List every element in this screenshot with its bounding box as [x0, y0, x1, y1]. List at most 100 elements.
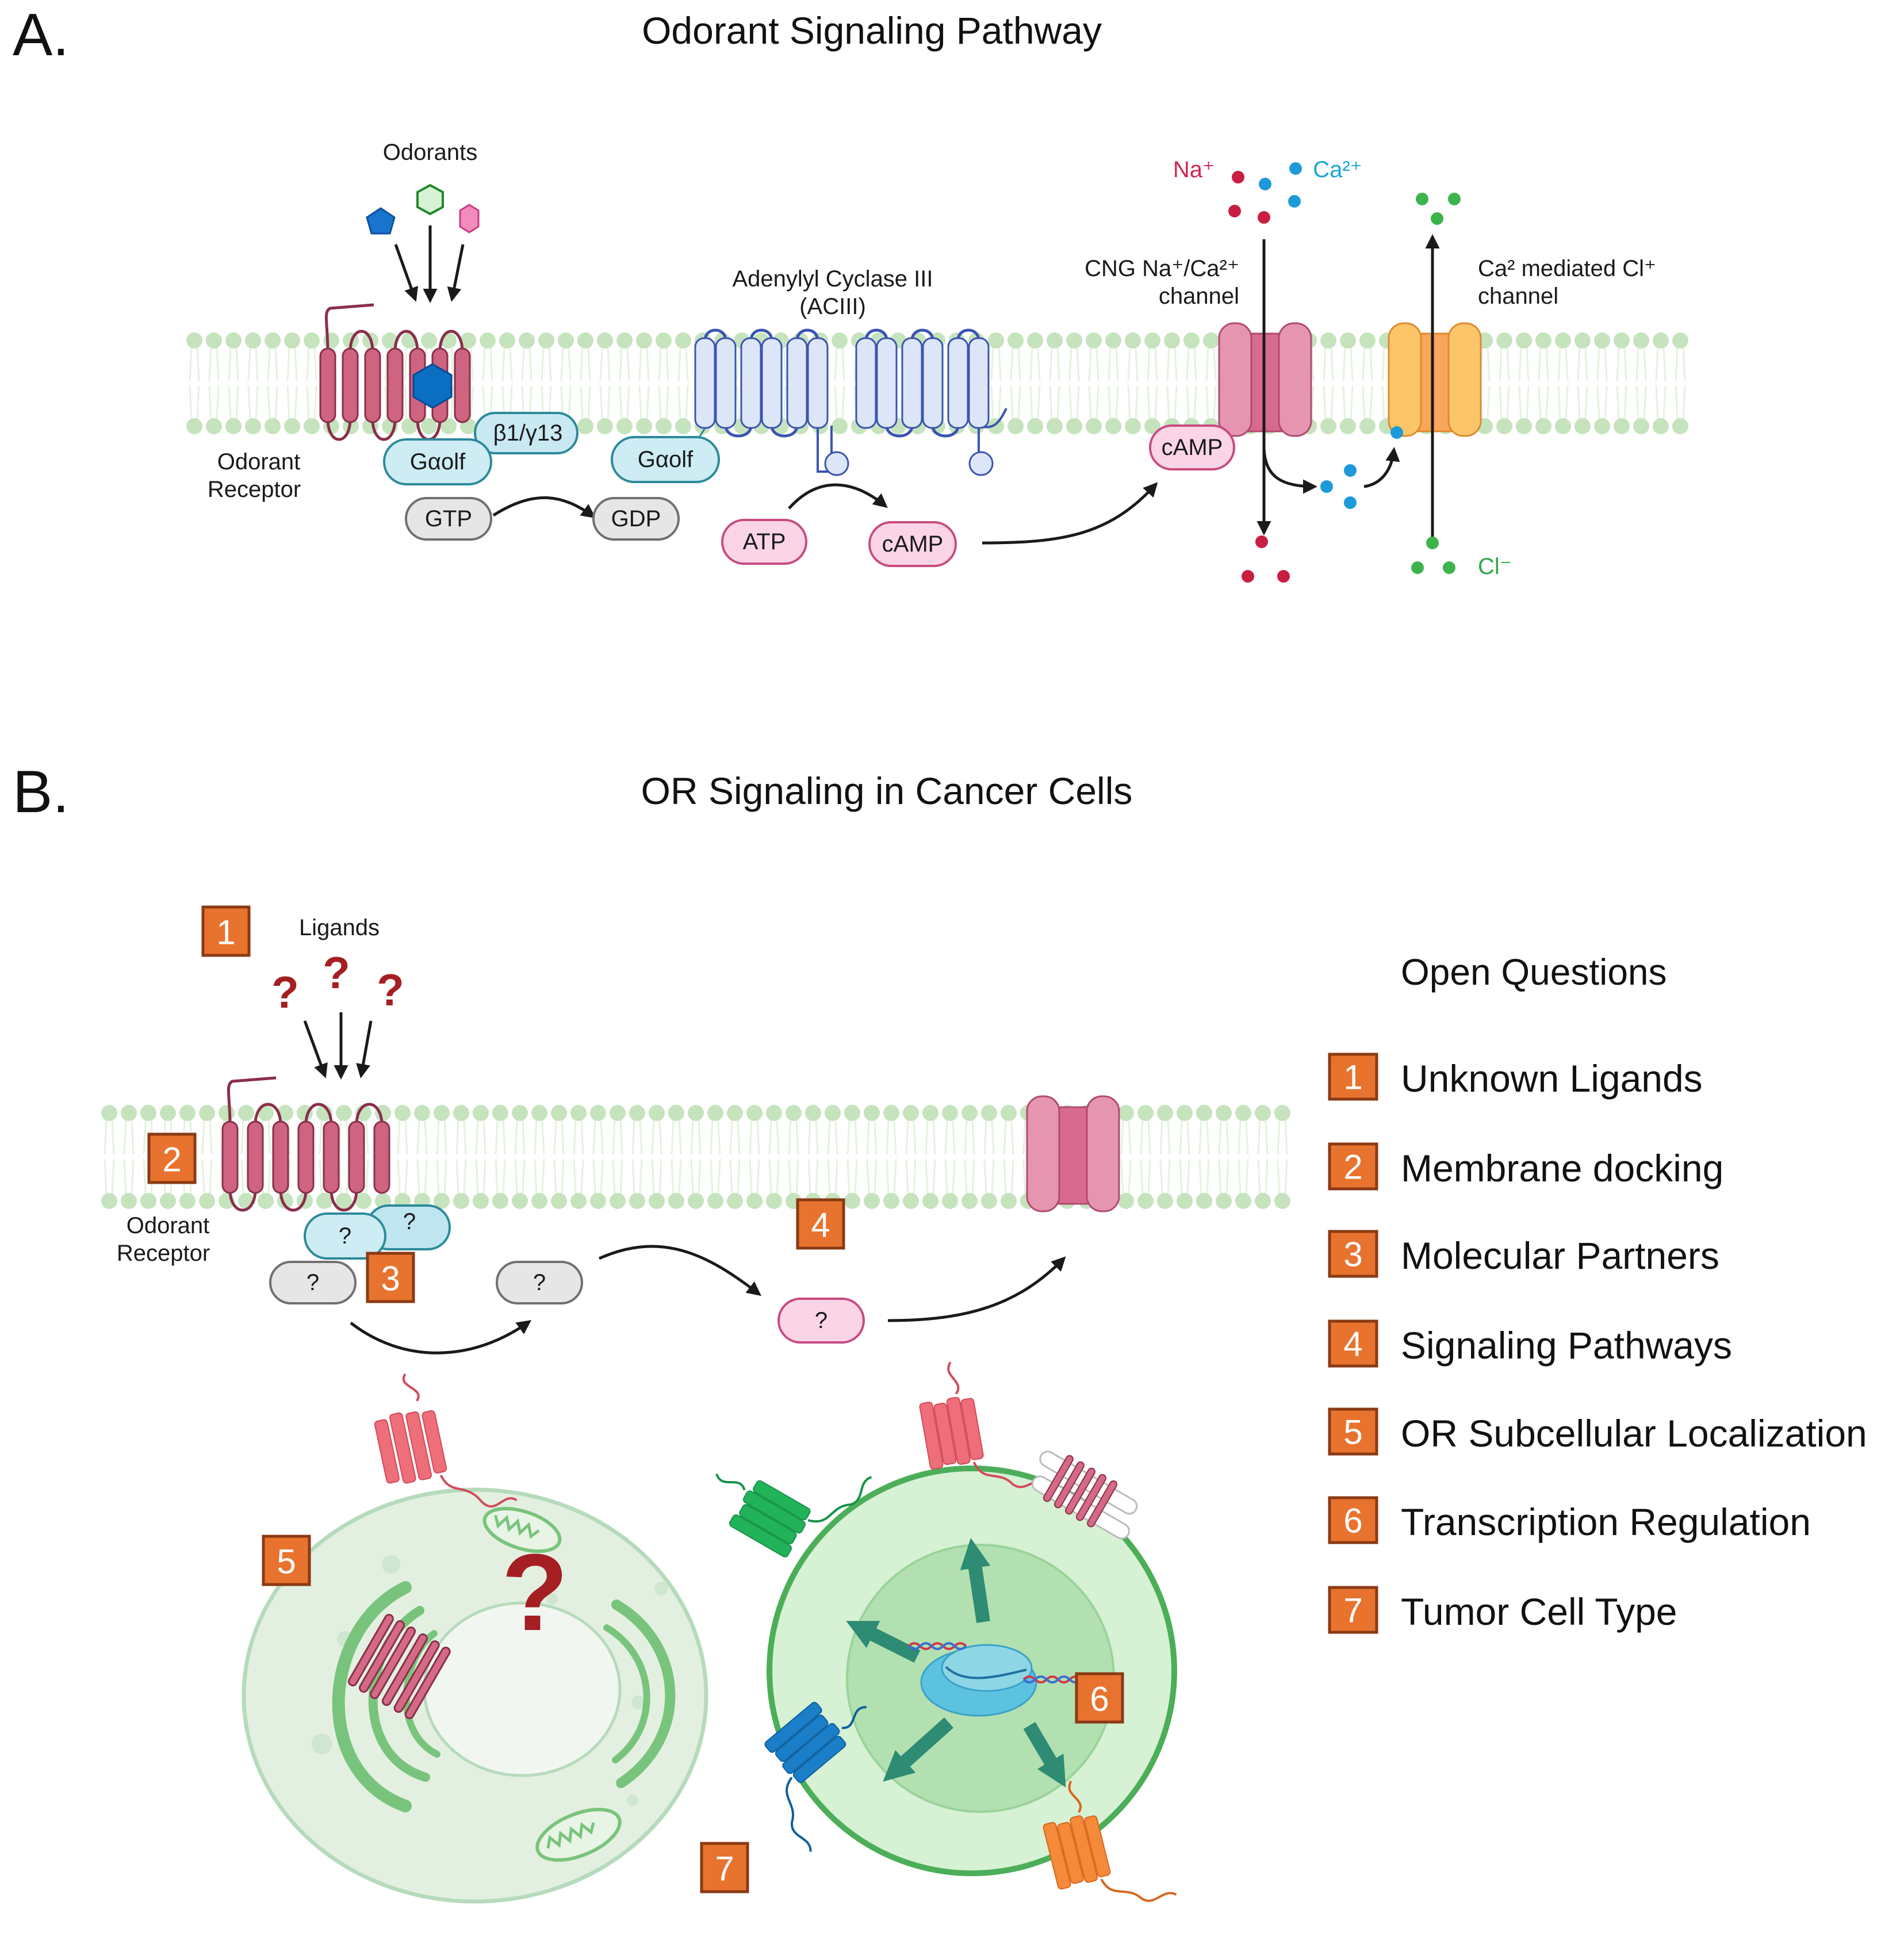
lipid-tail	[235, 347, 239, 381]
lipid-tail	[639, 1119, 643, 1155]
panel-a-letter: A.	[13, 2, 69, 68]
open-question-number-box	[1328, 1319, 1378, 1368]
lipid-tail	[729, 1159, 733, 1195]
g-alpha-olf-2: Gαolf	[611, 436, 720, 483]
lipid-tail	[1604, 385, 1608, 420]
lipid-tail	[1147, 385, 1151, 420]
lipid-tail	[1362, 347, 1366, 381]
n-terminus	[715, 1473, 746, 1491]
lipid-head	[1359, 332, 1376, 349]
lipid-tail	[189, 347, 193, 381]
lipid-tail	[866, 1119, 870, 1155]
lipid-head	[1614, 418, 1630, 434]
lipid-head	[1594, 332, 1610, 349]
aciii-helix	[786, 337, 808, 429]
open-question-label: Signaling Pathways	[1401, 1324, 1732, 1367]
ligands-label: Ligands	[299, 915, 380, 940]
lipid-tail	[1193, 385, 1197, 420]
lipid-tail	[671, 1119, 675, 1155]
lipid-head	[1066, 418, 1082, 434]
lipid-tail	[1655, 347, 1659, 381]
aciii-helix	[968, 337, 990, 429]
helix	[946, 1396, 971, 1465]
sodium-ion	[1277, 570, 1290, 583]
lipid-head	[590, 1193, 606, 1209]
c-terminus	[807, 1476, 872, 1522]
marker-box	[262, 1535, 311, 1586]
lipid-tail	[208, 347, 212, 381]
lipid-tail	[1277, 1119, 1281, 1155]
lipid-tail	[1095, 385, 1100, 420]
lipid-tail	[475, 1119, 479, 1155]
aciii-c1-linker	[817, 426, 833, 473]
lipid-tail	[631, 1119, 635, 1155]
lipid-tail	[607, 347, 611, 381]
lipid-tail	[952, 1119, 956, 1155]
lipid-tail	[1369, 385, 1373, 420]
lipid-tail	[1330, 385, 1334, 420]
lipid-tail	[1140, 1119, 1144, 1155]
lipid-tail	[1342, 347, 1346, 381]
lipid-head	[1177, 1193, 1193, 1209]
lipid-tail	[944, 1119, 948, 1155]
mitochondrion-top-icon	[482, 1507, 562, 1553]
lipid-tail	[1154, 385, 1158, 420]
lipid-head	[382, 332, 398, 349]
lipid-tail	[646, 347, 650, 381]
lipid-tail	[964, 1119, 968, 1155]
camp-to-channel-arrow	[982, 482, 1158, 545]
lipid-tail	[1643, 347, 1647, 381]
lipid-head	[981, 1105, 997, 1121]
lipid-tail	[580, 385, 584, 420]
c-terminus	[1100, 1878, 1177, 1902]
sodium-ion	[1258, 211, 1270, 224]
lipid-tail	[768, 1119, 772, 1155]
lipid-tail	[416, 1159, 420, 1195]
lipid-head	[206, 332, 222, 349]
helix	[775, 1715, 829, 1762]
lipid-tail	[580, 1119, 584, 1155]
lipid-tail	[1518, 385, 1522, 420]
svg-text:ATP: ATP	[743, 529, 786, 554]
lipid-tail	[1003, 1119, 1007, 1155]
lipid-tail	[131, 1119, 135, 1155]
lipid-head	[1183, 332, 1200, 349]
receptor-a-label-line2: Receptor	[208, 477, 301, 502]
lipid-tail	[1186, 347, 1190, 381]
lipid-tail	[365, 1119, 369, 1155]
open-question-number: 6	[1343, 1502, 1362, 1540]
lipid-tail	[631, 1159, 635, 1195]
rna-polymerase-icon	[920, 1644, 1037, 1717]
helix	[764, 1701, 822, 1753]
open-question-label: Unknown Ligands	[1401, 1057, 1703, 1100]
sodium-ion	[1232, 171, 1244, 183]
aciii-label-line1: Adenylyl Cyclase III	[732, 266, 933, 292]
svg-text:Gαolf: Gαolf	[410, 449, 466, 475]
calcium-ion	[1344, 496, 1357, 509]
lipid-tail	[561, 1159, 565, 1195]
lipid-tail	[1257, 1159, 1261, 1195]
lipid-tail	[717, 1159, 721, 1195]
unknown-partner-blue-1: ?	[304, 1212, 386, 1260]
lipid-head	[245, 332, 261, 349]
lipid-head	[922, 1105, 938, 1121]
lipid-tail	[1369, 347, 1373, 381]
camp-pill: cAMP	[868, 521, 957, 567]
n-terminus	[841, 1706, 867, 1730]
lipid-head	[199, 1193, 215, 1209]
marker-5: 5	[262, 1535, 311, 1586]
lipid-tail	[905, 1159, 909, 1195]
lipid-head	[401, 418, 417, 434]
lipid-tail	[834, 347, 838, 381]
lipid-tail	[795, 1159, 799, 1195]
lipid-tail	[1381, 347, 1385, 381]
lipid-tail	[208, 385, 212, 420]
marker-number: 7	[715, 1850, 734, 1888]
lipid-tail	[436, 1159, 440, 1195]
aciii-helix	[740, 337, 762, 429]
aciii-c1-domain	[824, 451, 849, 476]
lipid-tail	[756, 1119, 760, 1155]
lipid-head	[1496, 418, 1512, 434]
lipid-tail	[475, 1159, 479, 1195]
